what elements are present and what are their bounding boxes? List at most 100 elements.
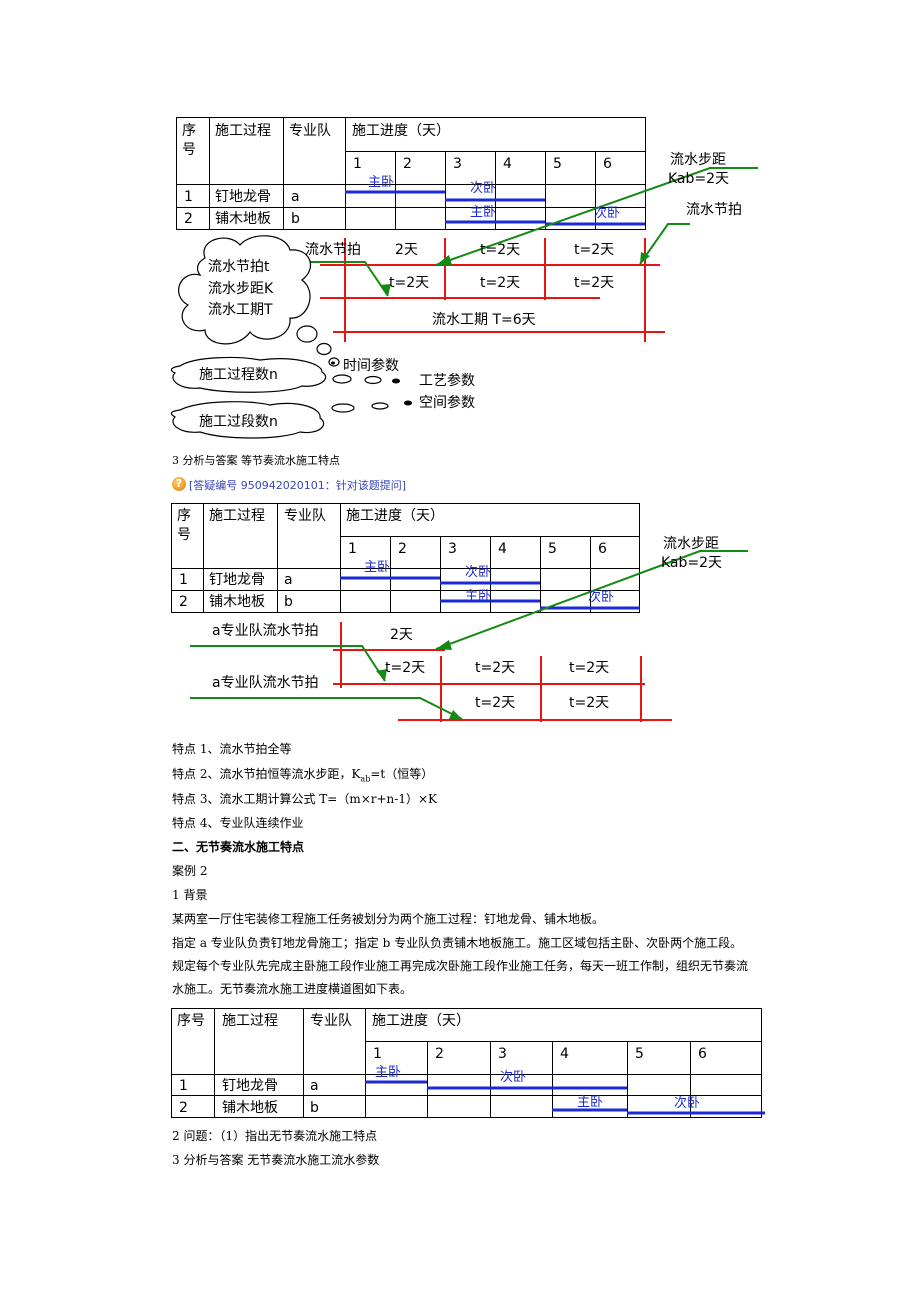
t3-team-header: 专业队 bbox=[310, 1013, 352, 1029]
fig2-a-beat: a专业队流水节拍 bbox=[212, 623, 319, 639]
fig1-t2: t=2天 bbox=[574, 275, 615, 291]
t1-day: 5 bbox=[553, 156, 562, 172]
fig2-t2: t=2天 bbox=[385, 660, 426, 676]
t1-row-process: 钉地龙骨 bbox=[215, 189, 271, 205]
t3-bar-label: 主卧 bbox=[577, 1095, 604, 1110]
t3-row-no: 2 bbox=[179, 1100, 188, 1116]
t1-progress-header: 施工进度（天） bbox=[352, 123, 450, 139]
case-label: 案例 2 bbox=[172, 864, 208, 878]
t2-row-process: 钉地龙骨 bbox=[209, 572, 265, 588]
t2-day: 5 bbox=[548, 541, 557, 557]
t3-bar-label: 主卧 bbox=[375, 1065, 402, 1080]
answer-line-2: 3 分析与答案 无节奏流水施工流水参数 bbox=[172, 1153, 380, 1167]
feature-item-2: 特点 2、流水节拍恒等流水步距，Kab=t（恒等） bbox=[172, 768, 433, 783]
t2-team-header: 专业队 bbox=[284, 508, 326, 524]
table-1-grid bbox=[176, 117, 646, 230]
fig1-kab: Kab=2天 bbox=[668, 171, 730, 187]
fig2-two-days: 2天 bbox=[390, 627, 413, 643]
t1-day: 3 bbox=[453, 156, 462, 172]
t3-row-team: b bbox=[310, 1100, 319, 1116]
t1-day: 6 bbox=[603, 156, 612, 172]
t3-day: 2 bbox=[435, 1046, 444, 1062]
t1-seq: 序 bbox=[182, 123, 196, 139]
t2-day: 3 bbox=[448, 541, 457, 557]
t2-bar-label: 主卧 bbox=[465, 589, 492, 604]
fig2-a-beat: a专业队流水节拍 bbox=[212, 675, 319, 691]
feature-text: 特点 2、流水节拍恒等流水步距，K bbox=[172, 767, 361, 781]
feature-item: 特点 3、流水工期计算公式 T=（m×r+n-1）×K bbox=[172, 792, 437, 806]
t1-row-team: a bbox=[291, 189, 300, 205]
t1-day: 1 bbox=[353, 156, 362, 172]
t1-day: 2 bbox=[403, 156, 412, 172]
t1-row-no: 1 bbox=[184, 189, 193, 205]
t2-row-process: 铺木地板 bbox=[209, 594, 265, 610]
t2-seq2: 号 bbox=[177, 527, 191, 543]
paragraph-2: 指定 a 专业队负责钉地龙骨施工；指定 b 专业队负责铺木地板施工。施工区域包括… bbox=[172, 936, 749, 996]
fig2-t2: t=2天 bbox=[475, 660, 516, 676]
answer-line-1: 3 分析与答案 等节奏流水施工特点 bbox=[172, 454, 340, 467]
fig1-t2: t=2天 bbox=[389, 275, 430, 291]
t2-bar-label: 主卧 bbox=[364, 560, 391, 575]
fig1-duration: 流水工期 T=6天 bbox=[432, 312, 536, 328]
feature-tail: =t（恒等） bbox=[370, 767, 434, 781]
t3-bar-label: 次卧 bbox=[500, 1070, 527, 1085]
t1-team-header: 专业队 bbox=[289, 123, 331, 139]
t3-day: 5 bbox=[635, 1046, 644, 1062]
fig1-beat-left: 流水节拍 bbox=[305, 242, 361, 258]
cloud-line: 流水步距K bbox=[208, 281, 274, 297]
t1-day: 4 bbox=[503, 156, 512, 172]
t1-bar-label: 次卧 bbox=[594, 206, 621, 221]
fig2-kab: Kab=2天 bbox=[661, 555, 723, 571]
process-count: 施工过程数n bbox=[199, 367, 278, 383]
question-icon[interactable]: ? bbox=[172, 477, 186, 491]
table-2-grid bbox=[171, 503, 640, 613]
fig2-t2: t=2天 bbox=[569, 695, 610, 711]
t2-process-header: 施工过程 bbox=[209, 508, 265, 524]
t3-bar-label: 次卧 bbox=[674, 1096, 701, 1111]
t2-row-team: a bbox=[284, 572, 293, 588]
fig1-step-label: 流水步距 bbox=[670, 152, 726, 168]
cloud-line: 流水工期T bbox=[208, 302, 273, 318]
fig1-t2: t=2天 bbox=[480, 275, 521, 291]
t3-row-process: 铺木地板 bbox=[222, 1100, 278, 1116]
t2-progress-header: 施工进度（天） bbox=[346, 508, 444, 524]
space-param: 空间参数 bbox=[419, 395, 475, 411]
t2-day: 2 bbox=[398, 541, 407, 557]
fig1-two-days: 2天 bbox=[395, 242, 418, 258]
t3-day: 1 bbox=[373, 1046, 382, 1062]
fig2-red-lines bbox=[333, 622, 672, 722]
feature-sub: ab bbox=[360, 774, 371, 784]
fig2-green-arrows bbox=[190, 550, 748, 720]
fig1-beat-right: 流水节拍 bbox=[686, 202, 742, 218]
t2-seq: 序 bbox=[177, 508, 191, 524]
t1-bar-label: 主卧 bbox=[470, 205, 497, 220]
fig2-t2: t=2天 bbox=[569, 660, 610, 676]
table-3-bars bbox=[365, 1080, 765, 1115]
t3-progress-header: 施工进度（天） bbox=[372, 1013, 470, 1029]
t1-row-no: 2 bbox=[184, 211, 193, 227]
fig1-red-lines bbox=[320, 238, 665, 342]
question-link[interactable]: [答疑编号 950942020101：针对该题提问] bbox=[189, 479, 407, 492]
craft-param: 工艺参数 bbox=[419, 373, 475, 389]
segment-count: 施工过段数n bbox=[199, 414, 278, 430]
t3-seq: 序号 bbox=[177, 1013, 205, 1029]
fig2-t2: t=2天 bbox=[475, 695, 516, 711]
t3-day: 6 bbox=[698, 1046, 707, 1062]
background-label: 1 背景 bbox=[172, 888, 208, 902]
t3-row-team: a bbox=[310, 1078, 319, 1094]
t2-row-team: b bbox=[284, 594, 293, 610]
t2-day: 4 bbox=[498, 541, 507, 557]
fig1-t2: t=2天 bbox=[480, 242, 521, 258]
t3-row-process: 钉地龙骨 bbox=[222, 1078, 278, 1094]
t2-row-no: 1 bbox=[179, 572, 188, 588]
table-1-bars bbox=[345, 190, 645, 226]
t1-process-header: 施工过程 bbox=[215, 123, 271, 139]
t1-row-team: b bbox=[291, 211, 300, 227]
question-line: 2 问题：（1）指出无节奏流水施工特点 bbox=[172, 1129, 378, 1143]
cloud-line: 流水节拍t bbox=[208, 259, 270, 275]
fig1-green-arrows bbox=[303, 167, 758, 297]
t3-day: 3 bbox=[498, 1046, 507, 1062]
t1-seq2: 号 bbox=[182, 142, 196, 158]
